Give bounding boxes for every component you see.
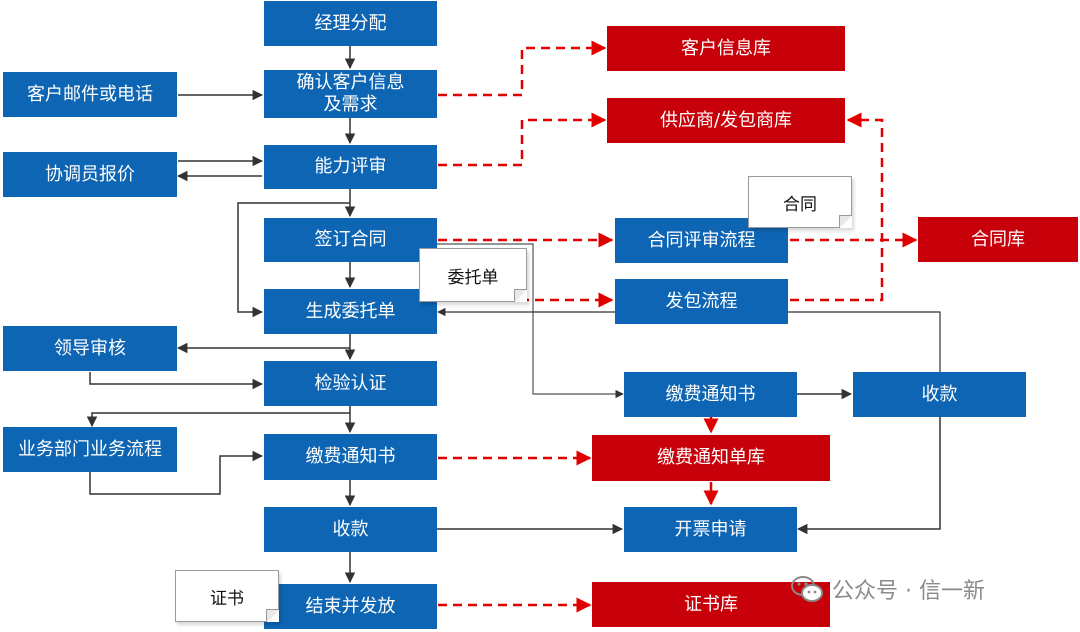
- sub-payment-notice-box: 缴费通知书: [624, 372, 797, 417]
- arrow-contract-to-payment-notice: [436, 243, 624, 399]
- business-dept-box: 业务部门业务流程: [3, 427, 177, 472]
- dash-confirm-to-customer-db: [438, 40, 607, 97]
- arrow-loop-to-order: [237, 202, 350, 318]
- dash-subcontract-to-supplier-db: [790, 112, 884, 302]
- watermark-text: 公众号 · 信一新: [832, 579, 985, 604]
- dash-capability-to-supplier-db: [438, 112, 607, 167]
- contract-note: 合同: [748, 176, 852, 228]
- arrow-collect-to-invoice: [796, 417, 941, 535]
- dashed-db-arrows: [438, 40, 918, 613]
- manager-assign-box: 经理分配: [264, 1, 437, 46]
- certificate-note: 证书: [175, 570, 279, 622]
- confirm-customer-box: 确认客户信息及需求: [264, 70, 437, 118]
- watermark: 公众号 · 信一新: [790, 572, 985, 606]
- coordinator-quote-box: 协调员报价: [3, 152, 177, 197]
- certificate-db-box: 证书库: [592, 582, 830, 627]
- finish-issue-box: 结束并发放: [264, 584, 437, 629]
- arrow-business-to-notice: [89, 450, 264, 495]
- supplier-db-box: 供应商/发包商库: [607, 98, 845, 143]
- sub-collect-box: 收款: [853, 372, 1026, 417]
- inspection-cert-box: 检验认证: [264, 361, 437, 406]
- payment-notice-db-box: 缴费通知单库: [592, 435, 830, 481]
- customer-contact-box: 客户邮件或电话: [3, 72, 177, 117]
- arrow-inspection-to-business: [86, 412, 350, 428]
- sign-contract-box: 签订合同: [264, 218, 437, 262]
- capability-review-box: 能力评审: [264, 145, 437, 189]
- generate-order-box: 生成委托单: [264, 289, 437, 334]
- customer-db-box: 客户信息库: [607, 26, 845, 71]
- contract-db-box: 合同库: [918, 217, 1078, 262]
- collect-payment-box: 收款: [264, 507, 437, 552]
- payment-notice-box: 缴费通知书: [264, 434, 437, 480]
- entrust-order-note: 委托单: [419, 248, 527, 302]
- leader-review-box: 领导审核: [3, 326, 177, 371]
- invoice-request-box: 开票申请: [624, 507, 797, 552]
- subcontract-box: 发包流程: [615, 279, 788, 324]
- wechat-icon: [791, 576, 823, 602]
- arrow-leader-to-inspection: [89, 372, 264, 390]
